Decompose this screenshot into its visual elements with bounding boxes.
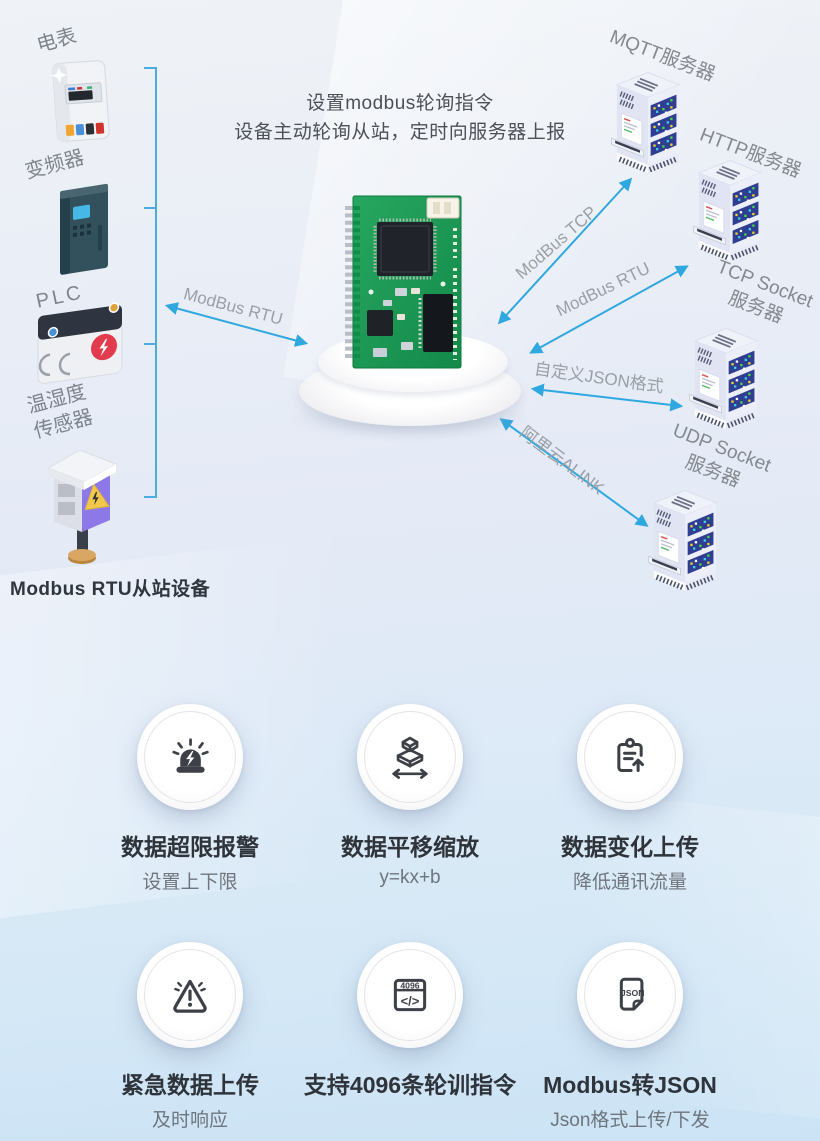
slave-devices-group-label: Modbus RTU从站设备 [10,579,211,600]
feature-urgent-upload: 紧急数据上传 及时响应 [80,942,300,1132]
feature-title: 紧急数据上传 [121,1072,259,1098]
feature-circle: 4096 </> [357,942,463,1048]
note-line1: 设置modbus轮询指令 [306,93,494,114]
pan-zoom-cubes-icon [392,736,428,779]
udp-socket-server-icon [645,488,725,596]
tcp-socket-server-icon [686,326,766,434]
feature-modbus-to-json: JSON Modbus转JSON Json格式上传/下发 [520,942,740,1132]
feature-subtitle: 设置上下限 [142,872,238,893]
alarm-siren-icon [172,738,209,773]
feature-subtitle: 降低通讯流量 [572,872,687,893]
link-label-aliyun-alink: 阿里云ALINK [516,422,608,499]
gateway-board-icon [345,195,462,369]
json-file-text: JSON [621,988,645,998]
temp-humidity-sensor-icon [46,449,118,564]
feature-title: 支持4096条轮训指令 [303,1072,517,1098]
note-line2: 设备主动轮询从站，定时向服务器上报 [234,121,566,143]
feature-title: 数据超限报警 [121,834,259,860]
feature-circle [137,942,243,1048]
feature-circle [357,704,463,810]
feature-circle [577,704,683,810]
feature-limit-alarm: 数据超限报警 设置上下限 [80,704,300,894]
feature-change-upload: 数据变化上传 降低通讯流量 [520,704,740,894]
feature-title: 数据变化上传 [561,834,699,860]
feature-subtitle: Json格式上传/下发 [550,1110,710,1131]
code-window-brackets: </> [401,993,420,1008]
link-label-modbus-rtu-left: ModBus RTU [181,284,285,329]
electric-meter-icon [51,60,110,142]
link-label-modbus-rtu-right: ModBus RTU [553,258,653,321]
http-server-icon [690,158,770,266]
feature-pan-zoom: 数据平移缩放 y=kx+b [300,704,520,894]
code-window-number: 4096 [400,980,419,990]
mqtt-server-icon [608,70,688,178]
inverter-icon [60,183,108,275]
warning-triangle-icon [173,979,207,1013]
feature-4096-commands: 4096 </> 支持4096条轮训指令 [300,942,520,1132]
link-label-modbus-tcp: ModBus TCP [511,202,601,283]
json-file-icon: JSON [619,977,645,1011]
clipboard-upload-icon [617,737,644,773]
feature-circle [137,704,243,810]
code-window-icon: 4096 </> [393,978,427,1012]
feature-subtitle: y=kx+b [379,867,441,888]
feature-subtitle: 及时响应 [151,1110,228,1131]
feature-circle: JSON [577,942,683,1048]
link-label-json-format: 自定义JSON格式 [533,359,665,397]
diagram-note: 设置modbus轮询指令 设备主动轮询从站，定时向服务器上报 [150,90,650,147]
feature-title: 数据平移缩放 [341,834,479,860]
plc-icon [37,302,123,384]
features-grid: 数据超限报警 设置上下限 数据平移缩放 y=kx+b [80,704,740,1132]
feature-title: Modbus转JSON [543,1072,717,1098]
